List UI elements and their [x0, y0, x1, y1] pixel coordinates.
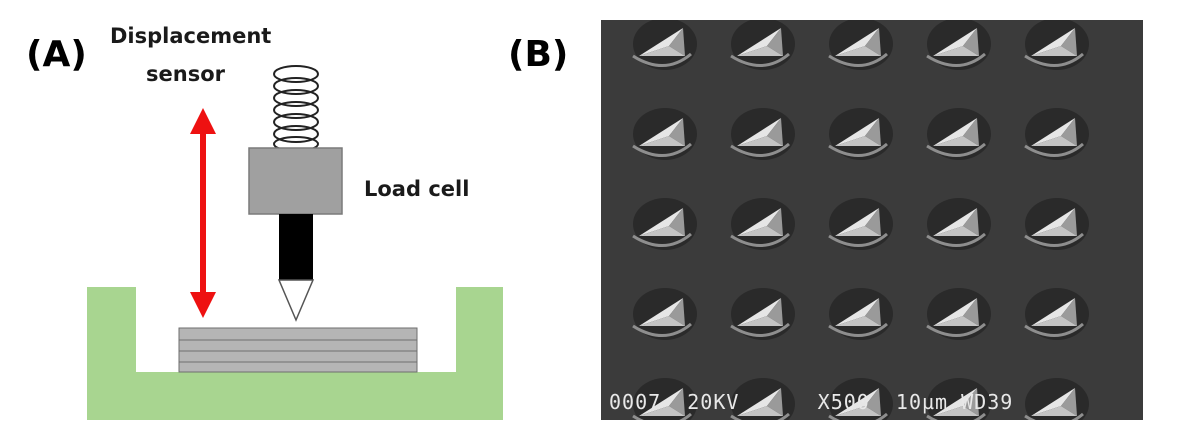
indent-mark	[633, 108, 697, 160]
indent-array	[601, 20, 1143, 420]
indent-mark	[1025, 378, 1089, 420]
displacement-sensor-label-line1: Displacement	[110, 20, 271, 52]
sem-micrograph: 0007 20KV X500 10µm WD39	[601, 20, 1143, 420]
indent-mark	[731, 108, 795, 160]
indent-mark	[731, 198, 795, 250]
indenter-tip	[279, 280, 313, 320]
indent-mark	[927, 288, 991, 340]
indent-mark	[731, 20, 795, 70]
indent-mark	[927, 20, 991, 70]
indent-mark	[633, 198, 697, 250]
indent-mark	[1025, 20, 1089, 70]
indent-mark	[731, 288, 795, 340]
spring-icon	[274, 66, 318, 151]
indentation-setup-diagram	[0, 0, 600, 436]
indent-mark	[829, 108, 893, 160]
indent-mark	[1025, 288, 1089, 340]
indenter-shaft	[279, 214, 313, 280]
displacement-arrow	[190, 108, 216, 318]
sem-info-bar: 0007 20KV X500 10µm WD39	[609, 390, 1013, 414]
indent-mark	[633, 288, 697, 340]
indent-mark	[927, 198, 991, 250]
sample-stack	[179, 328, 417, 372]
indent-mark	[633, 20, 697, 70]
indent-mark	[829, 288, 893, 340]
indent-mark	[829, 198, 893, 250]
displacement-sensor-label-line2: sensor	[146, 58, 225, 90]
load-cell-block	[249, 148, 342, 214]
load-cell-label: Load cell	[364, 173, 469, 205]
indent-mark	[829, 20, 893, 70]
indent-mark	[1025, 108, 1089, 160]
indent-mark	[1025, 198, 1089, 250]
indent-mark	[927, 108, 991, 160]
